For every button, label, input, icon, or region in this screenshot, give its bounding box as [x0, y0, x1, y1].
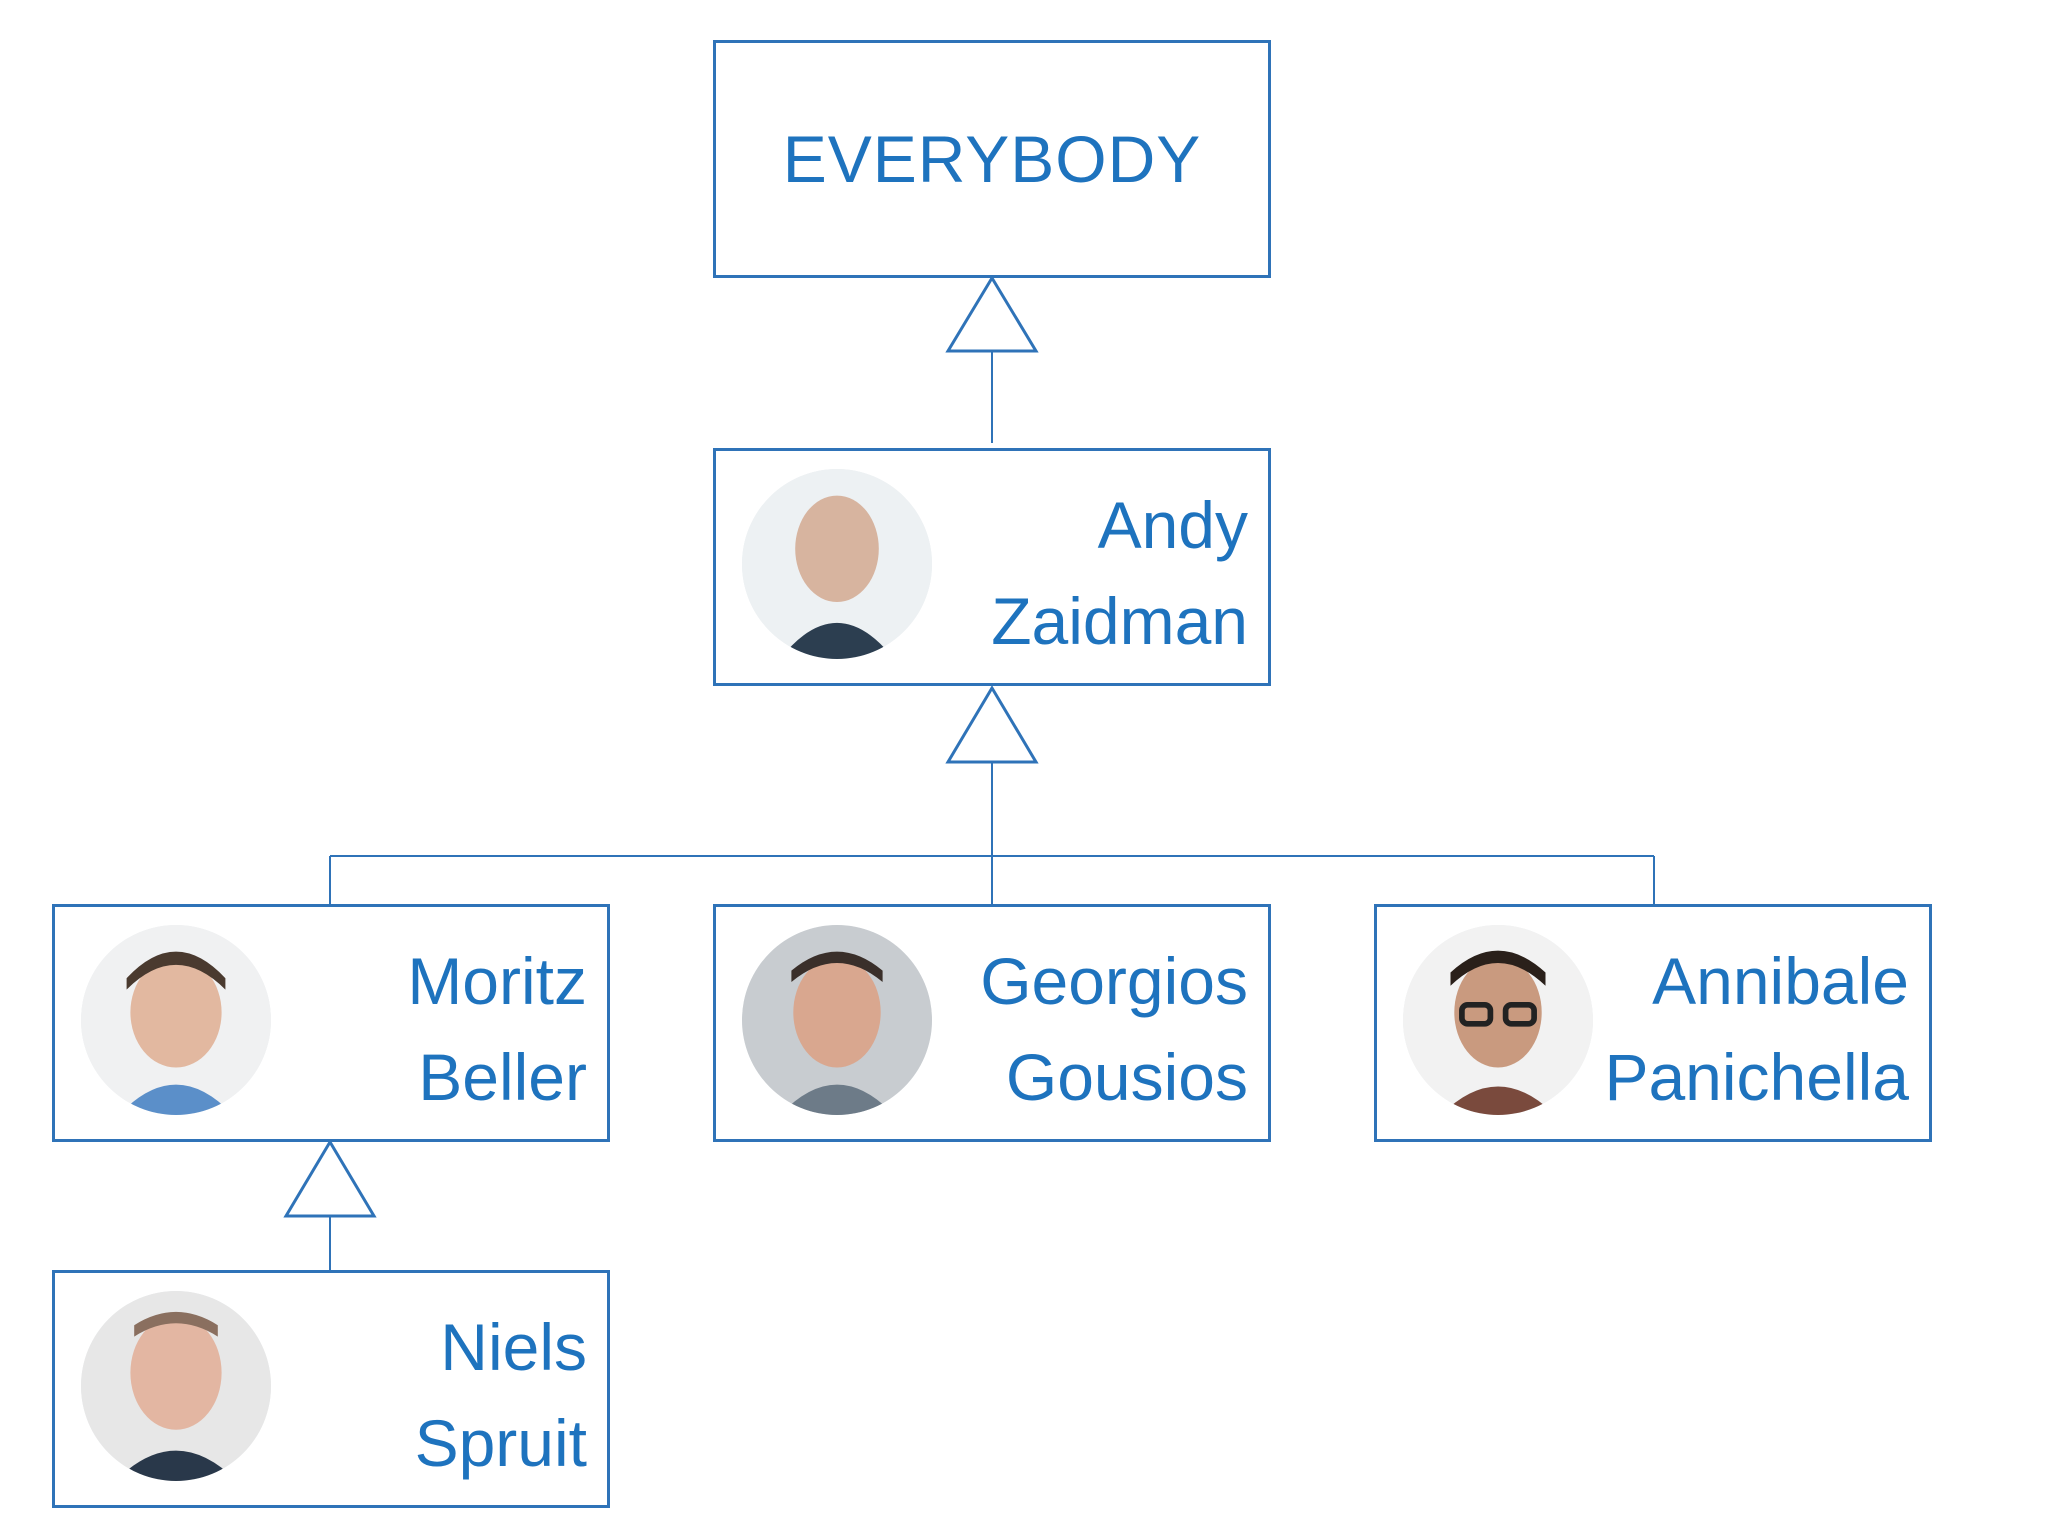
person-first-name: Annibale [1652, 944, 1909, 1018]
node-everybody: EVERYBODY [713, 40, 1271, 278]
inheritance-arrowhead-moritz [283, 1139, 377, 1218]
node-annibale-panichella: Annibale Panichella [1374, 904, 1932, 1142]
node-title: EVERYBODY [782, 122, 1202, 196]
person-last-name: Gousios [1005, 1040, 1248, 1114]
person-last-name: Spruit [414, 1406, 587, 1480]
person-name: Niels Spruit [257, 1299, 587, 1491]
node-niels-spruit: Niels Spruit [52, 1270, 610, 1508]
inheritance-arrowhead-andy [945, 685, 1039, 764]
person-first-name: Georgios [980, 944, 1248, 1018]
person-first-name: Moritz [407, 944, 587, 1018]
inheritance-arrowhead-root [945, 275, 1039, 353]
person-avatar-icon [742, 469, 932, 659]
person-avatar-icon [81, 1291, 271, 1481]
person-last-name: Zaidman [991, 584, 1248, 658]
node-moritz-beller: Moritz Beller [52, 904, 610, 1142]
node-georgios-gousios: Georgios Gousios [713, 904, 1271, 1142]
person-avatar-icon [742, 925, 932, 1115]
node-andy-zaidman: Andy Zaidman [713, 448, 1271, 686]
person-name: Georgios Gousios [918, 933, 1248, 1125]
person-name: Moritz Beller [257, 933, 587, 1125]
person-first-name: Niels [440, 1310, 587, 1384]
person-last-name: Beller [418, 1040, 587, 1114]
person-avatar-icon [1403, 925, 1593, 1115]
person-avatar-icon [81, 925, 271, 1115]
person-name: Annibale Panichella [1579, 933, 1909, 1125]
person-last-name: Panichella [1604, 1040, 1909, 1114]
person-name: Andy Zaidman [918, 477, 1248, 669]
person-first-name: Andy [1097, 488, 1248, 562]
